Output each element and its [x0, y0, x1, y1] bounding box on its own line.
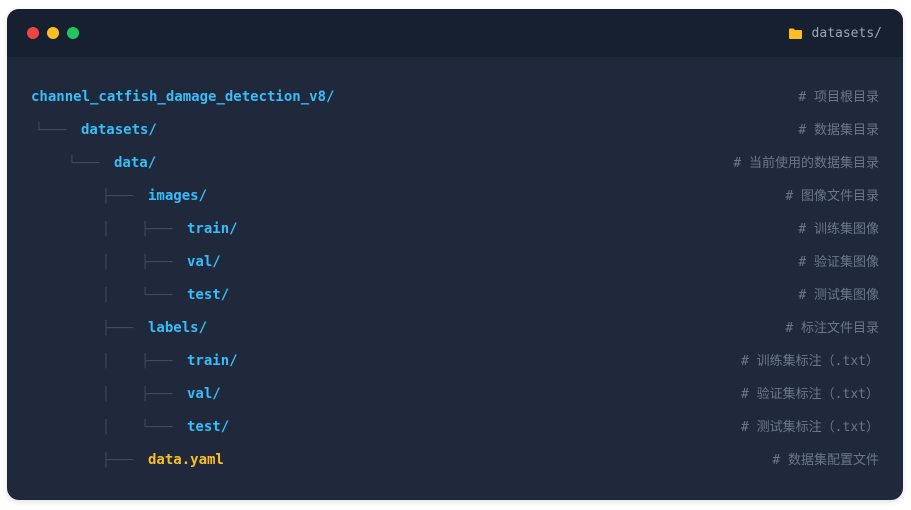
tree-guide: ├───: [102, 321, 134, 336]
tree-guide: │ └───: [102, 420, 173, 435]
tree-row: │ ├─── val/ # 验证集图像: [7, 246, 903, 279]
tree-row: │ ├─── val/ # 验证集标注（.txt）: [7, 378, 903, 411]
tree-guide: └───: [68, 156, 100, 171]
folder-name[interactable]: val/: [187, 254, 221, 270]
tree-row: │ └─── test/ # 测试集标注（.txt）: [7, 411, 903, 444]
tree-comment: # 训练集标注（.txt）: [741, 354, 879, 369]
folder-name[interactable]: labels/: [148, 320, 208, 336]
tree-row: └─── data/ # 当前使用的数据集目录: [7, 147, 903, 180]
folder-name[interactable]: datasets/: [81, 122, 157, 138]
folder-name[interactable]: test/: [187, 419, 230, 435]
tree-row-root: channel_catfish_damage_detection_v8/ # 项…: [7, 81, 903, 114]
tree-guide: ├───: [102, 453, 134, 468]
folder-name[interactable]: train/: [187, 353, 238, 369]
folder-name[interactable]: images/: [148, 188, 208, 204]
tree-row: │ ├─── train/ # 训练集图像: [7, 213, 903, 246]
tree-guide: │ ├───: [102, 354, 173, 369]
tree-comment: # 项目根目录: [798, 90, 879, 105]
minimize-window-button[interactable]: [47, 27, 59, 39]
folder-name[interactable]: train/: [187, 221, 238, 237]
file-name[interactable]: data.yaml: [148, 452, 224, 468]
tree-comment: # 训练集图像: [798, 222, 879, 237]
tree-comment: # 验证集图像: [798, 255, 879, 270]
tree-comment: # 验证集标注（.txt）: [741, 387, 879, 402]
tree-guide: └───: [35, 123, 67, 138]
tree-comment: # 图像文件目录: [785, 189, 879, 204]
tree-row: │ └─── test/ # 测试集图像: [7, 279, 903, 312]
tree-guide: ├───: [102, 189, 134, 204]
current-path: datasets/: [788, 24, 882, 42]
title-bar: datasets/: [7, 9, 903, 57]
path-text: datasets/: [811, 25, 882, 41]
folder-name[interactable]: channel_catfish_damage_detection_v8/: [31, 89, 335, 105]
folder-icon: [788, 28, 802, 39]
tree-comment: # 数据集目录: [798, 123, 879, 138]
tree-comment: # 数据集配置文件: [772, 453, 879, 468]
folder-name[interactable]: test/: [187, 287, 230, 303]
tree-row: ├─── data.yaml # 数据集配置文件: [7, 444, 903, 477]
maximize-window-button[interactable]: [67, 27, 79, 39]
tree-guide: │ ├───: [102, 387, 173, 402]
folder-name[interactable]: val/: [187, 386, 221, 402]
tree-row: ├─── images/ # 图像文件目录: [7, 180, 903, 213]
tree-guide: │ ├───: [102, 255, 173, 270]
tree-comment: # 当前使用的数据集目录: [733, 156, 879, 171]
tree-guide: │ └───: [102, 288, 173, 303]
folder-name[interactable]: data/: [114, 155, 157, 171]
tree-comment: # 测试集图像: [798, 288, 879, 303]
tree-row: ├─── labels/ # 标注文件目录: [7, 312, 903, 345]
tree-row: │ ├─── train/ # 训练集标注（.txt）: [7, 345, 903, 378]
tree-comment: # 标注文件目录: [785, 321, 879, 336]
tree-guide: │ ├───: [102, 222, 173, 237]
terminal-window: datasets/ channel_catfish_damage_detecti…: [7, 9, 903, 500]
close-window-button[interactable]: [27, 27, 39, 39]
tree-row: └─── datasets/ # 数据集目录: [7, 114, 903, 147]
tree-comment: # 测试集标注（.txt）: [741, 420, 879, 435]
